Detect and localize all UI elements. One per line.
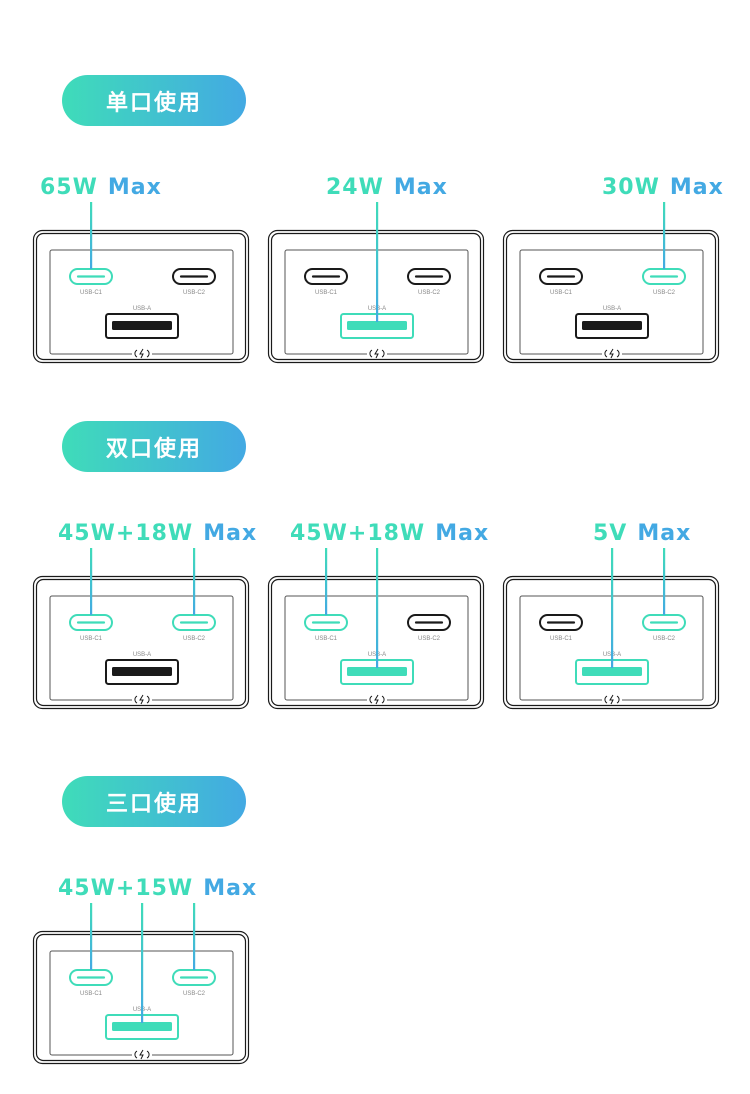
section-title-pill: 双口使用 bbox=[62, 421, 246, 472]
usb-c1-label: USB-C1 bbox=[315, 636, 338, 642]
power-button-icon bbox=[602, 348, 622, 359]
connector-line-c2 bbox=[663, 202, 666, 269]
connector-line-a bbox=[611, 548, 614, 668]
connector-line-c1 bbox=[90, 548, 93, 615]
charger-outer-shell bbox=[502, 229, 720, 364]
power-label: 30W Max bbox=[602, 175, 724, 201]
usb-c2-port bbox=[407, 614, 451, 631]
connector-line-c2 bbox=[193, 903, 196, 970]
connector-line-c1 bbox=[90, 903, 93, 970]
power-value: 45W+18W bbox=[290, 521, 426, 546]
usb-a-port bbox=[340, 659, 414, 685]
power-label: 45W+18W Max bbox=[290, 521, 489, 547]
power-label: 45W+18W Max bbox=[58, 521, 257, 547]
power-label: 45W+15W Max bbox=[58, 876, 257, 902]
usb-c1-label: USB-C1 bbox=[315, 290, 338, 296]
charger-outer-shell bbox=[32, 575, 250, 710]
usb-c1-port bbox=[304, 614, 348, 631]
usb-c2-label: USB-C2 bbox=[653, 290, 676, 296]
usb-c1-port bbox=[304, 268, 348, 285]
connector-line-a bbox=[376, 202, 379, 322]
connector-line-c1 bbox=[325, 548, 328, 615]
usb-c1-label: USB-C1 bbox=[550, 636, 573, 642]
usb-a-port bbox=[575, 313, 649, 339]
usb-c2-port bbox=[407, 268, 451, 285]
usb-c2-label: USB-C2 bbox=[183, 991, 206, 997]
connector-line-a bbox=[376, 548, 379, 668]
power-button-icon bbox=[132, 348, 152, 359]
power-button-icon bbox=[132, 1049, 152, 1060]
power-max: Max bbox=[393, 175, 448, 200]
power-max: Max bbox=[669, 175, 724, 200]
usb-c2-label: USB-C2 bbox=[418, 636, 441, 642]
power-max: Max bbox=[435, 521, 490, 546]
usb-a-label: USB-A bbox=[603, 306, 621, 312]
usb-c2-label: USB-C2 bbox=[418, 290, 441, 296]
usb-c1-port bbox=[69, 614, 113, 631]
power-button-icon bbox=[132, 694, 152, 705]
usb-c1-label: USB-C1 bbox=[80, 991, 103, 997]
connector-line-c2 bbox=[663, 548, 666, 615]
usb-c2-port bbox=[642, 268, 686, 285]
power-label: 65W Max bbox=[40, 175, 162, 201]
usb-c2-label: USB-C2 bbox=[653, 636, 676, 642]
usb-c1-label: USB-C1 bbox=[80, 636, 103, 642]
power-value: 5V bbox=[593, 521, 628, 546]
usb-a-port bbox=[105, 659, 179, 685]
power-label: 5V Max bbox=[593, 521, 691, 547]
usb-c1-port bbox=[69, 268, 113, 285]
power-max: Max bbox=[203, 521, 258, 546]
power-value: 30W bbox=[602, 175, 660, 200]
usb-a-label: USB-A bbox=[133, 306, 151, 312]
usb-c1-label: USB-C1 bbox=[550, 290, 573, 296]
connector-line-c2 bbox=[193, 548, 196, 615]
power-button-icon bbox=[367, 348, 387, 359]
power-value: 45W+18W bbox=[58, 521, 194, 546]
power-button-icon bbox=[602, 694, 622, 705]
power-value: 65W bbox=[40, 175, 98, 200]
power-value: 45W+15W bbox=[58, 876, 194, 901]
usb-c2-port bbox=[172, 969, 216, 986]
usb-c2-label: USB-C2 bbox=[183, 636, 206, 642]
usb-c1-port bbox=[539, 268, 583, 285]
section-title-pill: 三口使用 bbox=[62, 776, 246, 827]
usb-c2-label: USB-C2 bbox=[183, 290, 206, 296]
power-max: Max bbox=[107, 175, 162, 200]
connector-line-c1 bbox=[90, 202, 93, 269]
power-label: 24W Max bbox=[326, 175, 448, 201]
usb-c1-port bbox=[69, 969, 113, 986]
connector-line-a bbox=[141, 903, 144, 1023]
power-max: Max bbox=[203, 876, 258, 901]
usb-c2-port bbox=[172, 268, 216, 285]
power-value: 24W bbox=[326, 175, 384, 200]
usb-a-port bbox=[575, 659, 649, 685]
section-title-pill: 单口使用 bbox=[62, 75, 246, 126]
power-button-icon bbox=[367, 694, 387, 705]
charger-outer-shell bbox=[32, 229, 250, 364]
usb-a-port bbox=[105, 313, 179, 339]
usb-c2-port bbox=[642, 614, 686, 631]
usb-a-label: USB-A bbox=[133, 652, 151, 658]
usb-c2-port bbox=[172, 614, 216, 631]
usb-c1-port bbox=[539, 614, 583, 631]
power-max: Max bbox=[637, 521, 692, 546]
usb-c1-label: USB-C1 bbox=[80, 290, 103, 296]
